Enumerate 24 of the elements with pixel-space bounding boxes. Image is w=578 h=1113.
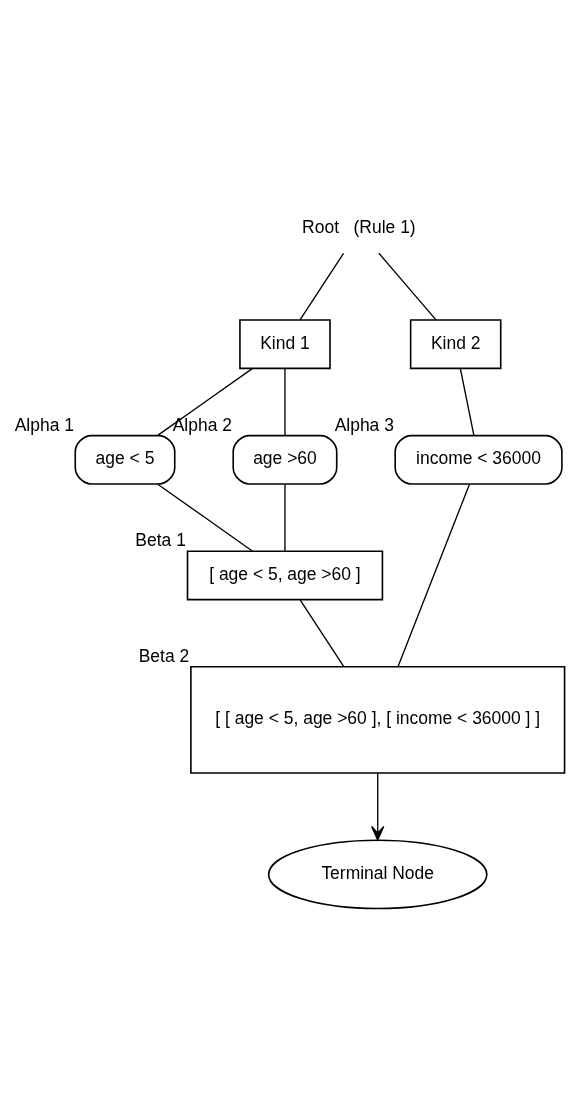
node-box: [ age < 5, age >60 ] — [186, 550, 384, 601]
connector — [284, 368, 286, 437]
connector — [378, 252, 437, 321]
connector — [284, 483, 286, 552]
node-box: age < 5 — [74, 434, 176, 485]
node-label: Beta 1 — [135, 530, 186, 551]
node-box: Kind 1 — [239, 319, 331, 370]
connector — [459, 368, 475, 437]
node-box: [ [ age < 5, age >60 ], [ income < 36000 ] ] — [190, 666, 566, 774]
node-text: Root (Rule 1) — [302, 217, 416, 238]
node-box: Kind 2 — [409, 319, 502, 370]
node-label: Beta 2 — [138, 645, 190, 666]
connector — [299, 599, 345, 667]
connector — [397, 483, 471, 667]
connector — [157, 367, 253, 436]
node-box: age >60 — [232, 434, 338, 485]
node-box: income < 36000 — [394, 434, 563, 485]
node-label: Alpha 1 — [14, 414, 74, 435]
node-label: Alpha 3 — [334, 414, 394, 435]
node-ellipse: Terminal Node — [267, 839, 488, 910]
connector — [157, 483, 253, 552]
connector — [299, 252, 345, 321]
arrow — [371, 772, 385, 841]
node-label: Alpha 2 — [172, 414, 232, 435]
